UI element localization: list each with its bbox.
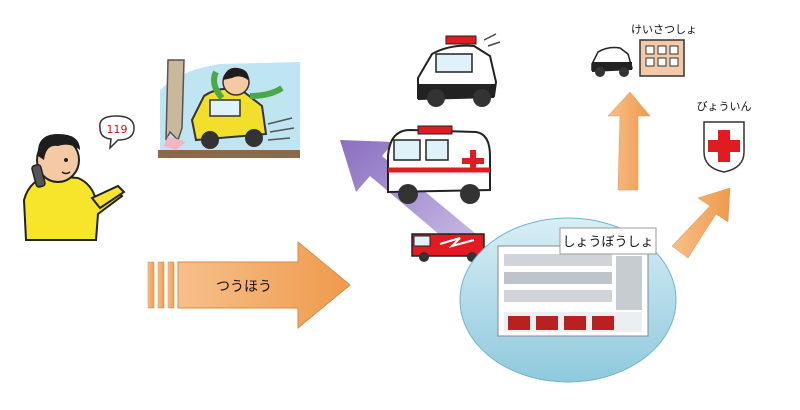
hospital-label: びょういん bbox=[697, 100, 752, 113]
ambulance-icon bbox=[387, 125, 491, 204]
fire-engine-icon bbox=[411, 233, 485, 262]
route-arrow-police bbox=[607, 91, 651, 191]
police-car-icon bbox=[417, 33, 501, 107]
fire-station-building-icon bbox=[497, 245, 649, 337]
police-station-icon: けいさつしょ bbox=[591, 23, 697, 77]
hospital-cross-icon bbox=[708, 130, 740, 162]
route-arrow-hospital bbox=[671, 187, 731, 259]
phone-number-bubble: 119 bbox=[99, 115, 135, 151]
fire-station-area: しょうぼうしょ bbox=[459, 217, 677, 383]
report-label: つうほう bbox=[216, 279, 272, 295]
report-arrow: つうほう bbox=[147, 240, 351, 330]
fire-station-label-box bbox=[559, 227, 657, 255]
caller-person-icon bbox=[22, 134, 126, 241]
hospital-icon: びょういん bbox=[697, 100, 752, 173]
phone-number-label: 119 bbox=[107, 123, 128, 136]
car-crash-icon bbox=[158, 59, 300, 158]
fire-station-label: しょうぼうしょ bbox=[562, 235, 653, 250]
police-station-label: けいさつしょ bbox=[631, 23, 697, 36]
